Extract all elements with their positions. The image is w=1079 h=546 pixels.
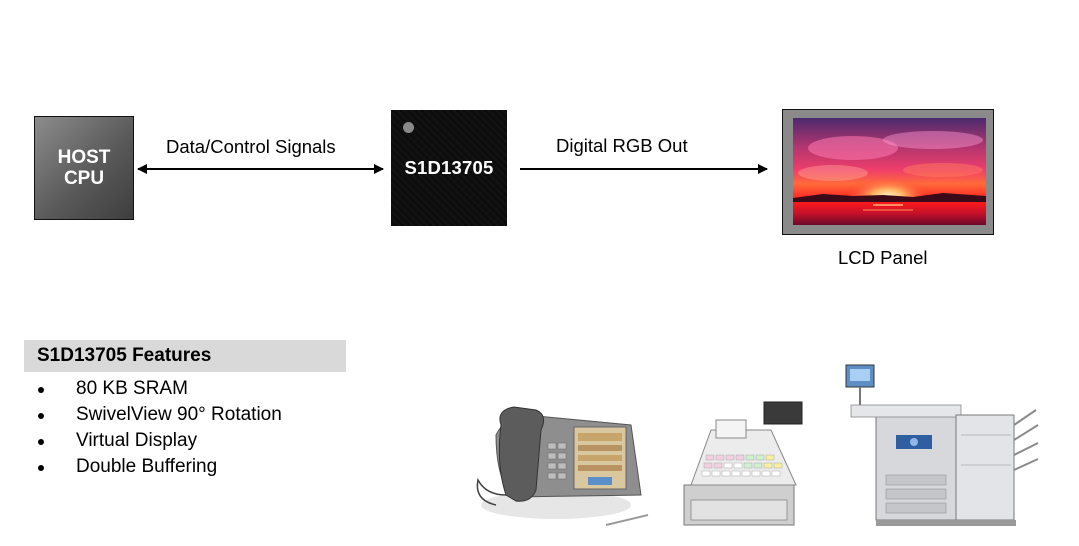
device-illustrations	[476, 364, 1039, 526]
bullet-icon	[38, 413, 44, 419]
lcd-sunset-image	[793, 118, 986, 225]
host-cpu-box: HOST CPU	[34, 116, 134, 220]
features-list: 80 KB SRAM SwivelView 90° Rotation Virtu…	[36, 376, 282, 480]
feature-text: Virtual Display	[76, 430, 198, 451]
feature-item: 80 KB SRAM	[36, 376, 282, 402]
feature-item: SwivelView 90° Rotation	[36, 402, 282, 428]
digital-rgb-out-label: Digital RGB Out	[556, 135, 688, 156]
features-header: S1D13705 Features	[24, 340, 346, 372]
feature-text: SwivelView 90° Rotation	[76, 404, 282, 425]
copier-icon	[845, 364, 1039, 526]
bullet-icon	[38, 465, 44, 471]
desk-phone-icon	[476, 406, 649, 526]
s1d13705-chip: S1D13705	[391, 110, 507, 226]
chip-pin1-dot	[403, 122, 414, 133]
cash-register-icon	[683, 401, 803, 526]
data-control-signals-label: Data/Control Signals	[166, 136, 336, 157]
feature-item: Double Buffering	[36, 454, 282, 480]
bullet-icon	[38, 439, 44, 445]
feature-text: 80 KB SRAM	[76, 378, 188, 399]
bullet-icon	[38, 387, 44, 393]
features-title: S1D13705 Features	[37, 345, 212, 366]
feature-item: Virtual Display	[36, 428, 282, 454]
host-cpu-label: HOST CPU	[57, 147, 111, 189]
chip-label: S1D13705	[404, 157, 494, 178]
feature-text: Double Buffering	[76, 456, 218, 477]
lcd-panel-label: LCD Panel	[838, 247, 928, 268]
